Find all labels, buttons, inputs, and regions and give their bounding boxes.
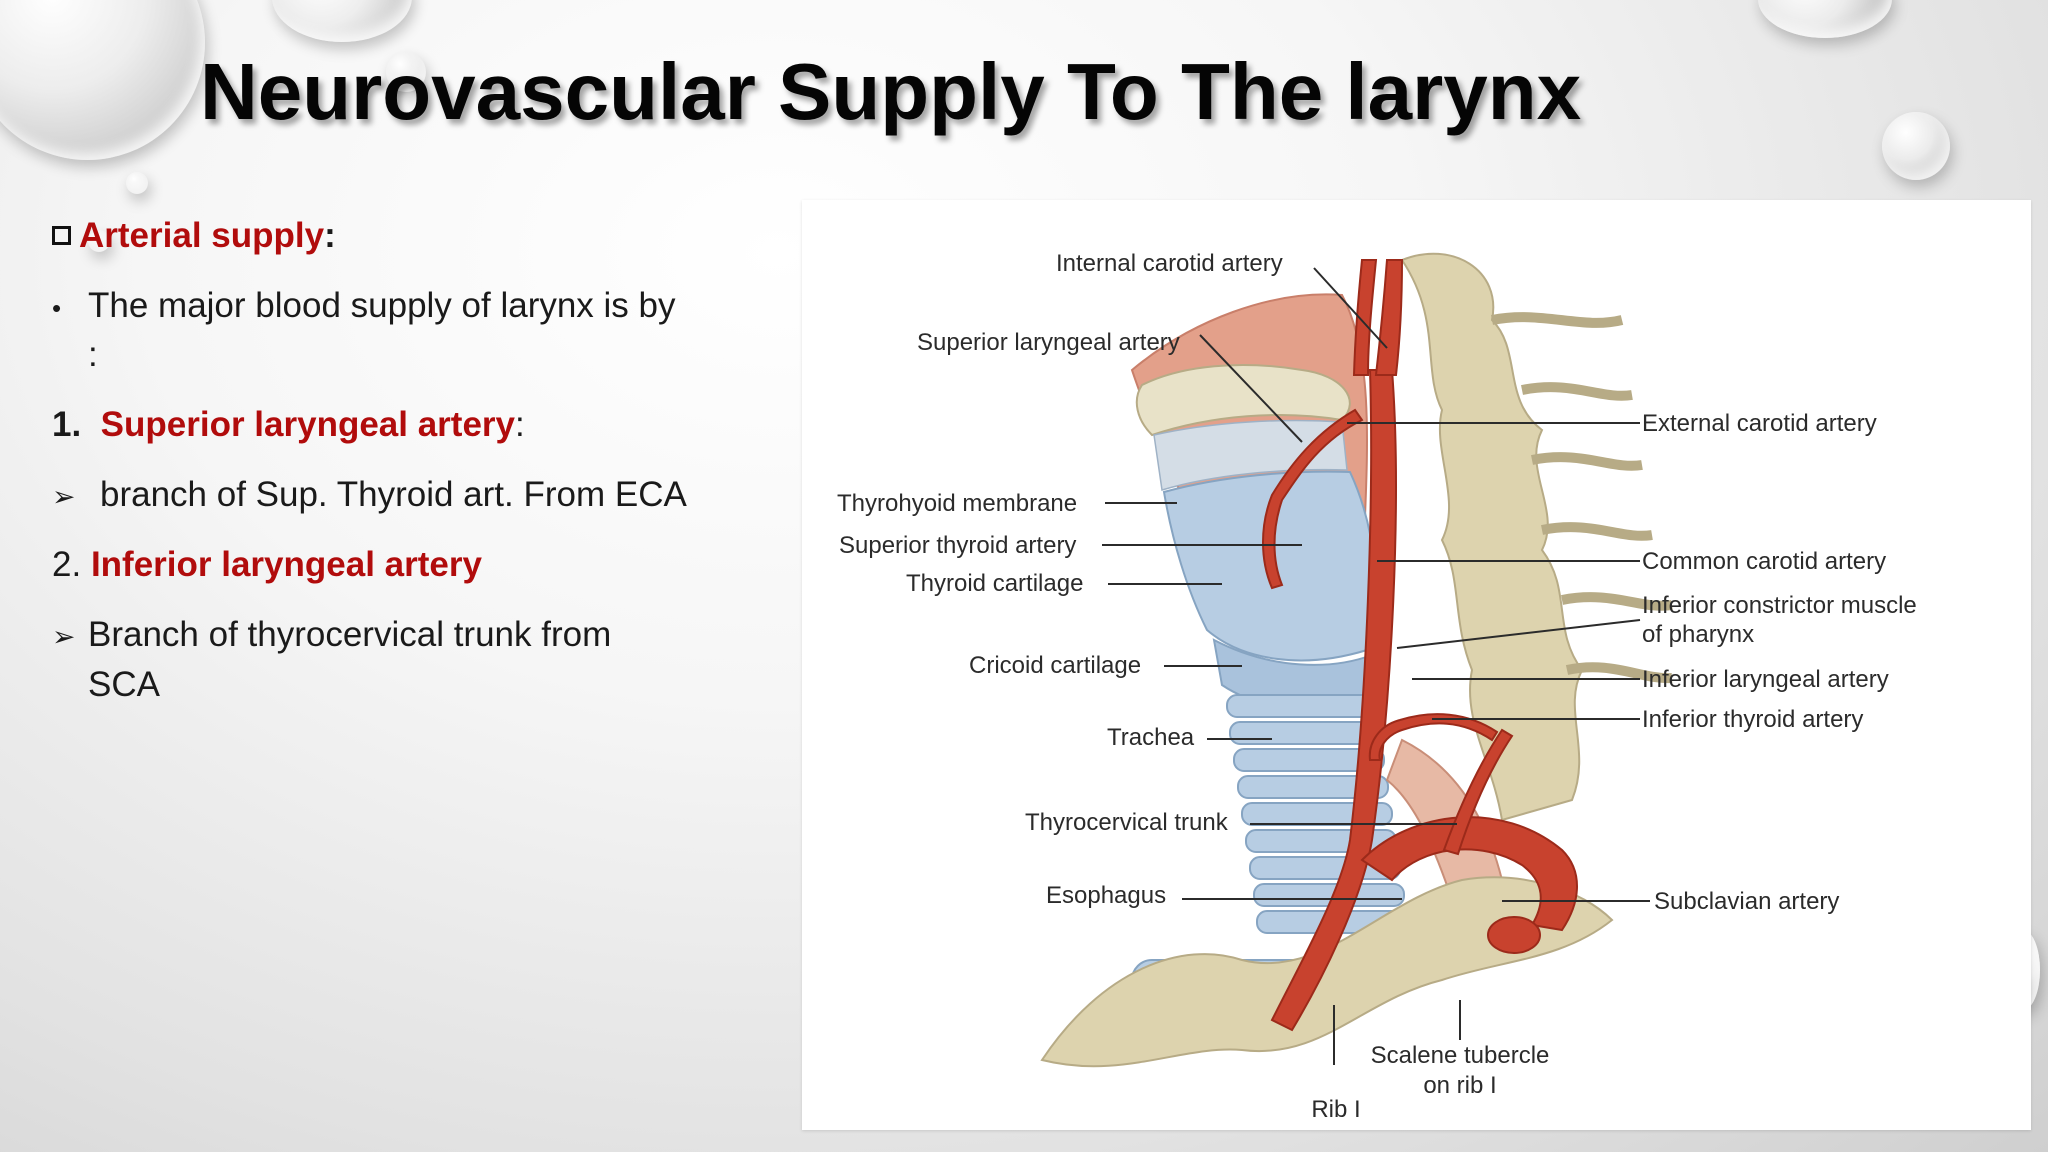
slide-title: Neurovascular Supply To The larynx: [200, 47, 1582, 136]
external-carotid-shape: [1352, 259, 1378, 376]
label-inferior-laryngeal-artery: Inferior laryngeal artery: [1642, 666, 1889, 693]
water-drop-decoration: [386, 52, 426, 92]
label-trachea: Trachea: [1107, 724, 1195, 751]
item-1-heading: 1. Superior laryngeal artery:: [52, 400, 525, 450]
cervical-vertebrae: [1400, 252, 1673, 822]
item-1-name: Superior laryngeal artery: [100, 405, 515, 444]
arterial-supply-colon: :: [324, 216, 336, 255]
item-1-colon: :: [515, 405, 525, 444]
common-carotid-shape: [1270, 369, 1397, 1032]
item-2-detail-line-1: ➢ Branch of thyrocervical trunk from: [52, 610, 611, 662]
arterial-supply-label: Arterial supply: [79, 216, 325, 255]
label-superior-thyroid-artery: Superior thyroid artery: [839, 532, 1076, 559]
label-scalene-tubercle-line-1: Scalene tubercle: [1371, 1042, 1550, 1069]
label-inferior-constrictor-line-1: Inferior constrictor muscle: [1642, 592, 1917, 619]
arteries: [1262, 259, 1578, 1032]
item-1-detail-text: branch of Sup. Thyroid art. From ECA: [100, 475, 687, 514]
arterial-supply-heading: Arterial supply:: [52, 211, 336, 261]
label-cricoid-cartilage: Cricoid cartilage: [969, 652, 1141, 679]
water-drop-decoration: [126, 172, 148, 194]
anatomy-illustration: Internal carotid artery Superior larynge…: [837, 250, 1917, 1123]
bullet-dot-icon: •: [52, 293, 62, 323]
leader-lines: [1102, 267, 1650, 1065]
water-drop-decoration: [272, 0, 412, 42]
label-thyrohyoid-membrane: Thyrohyoid membrane: [837, 490, 1077, 517]
water-drop-decoration: [1882, 112, 1950, 180]
arrow-bullet-icon: ➢: [52, 481, 76, 512]
item-2-detail-text-1: Branch of thyrocervical trunk from: [88, 615, 612, 654]
label-subclavian-artery: Subclavian artery: [1654, 888, 1839, 915]
subclavian-cut-end: [1487, 916, 1541, 954]
inferior-thyroid-shape: [1368, 713, 1499, 761]
water-drop-decoration: [88, 230, 110, 252]
arrow-bullet-icon: ➢: [52, 621, 76, 652]
item-2-heading: 2. Inferior laryngeal artery: [52, 540, 482, 590]
bullet-text-line-1: The major blood supply of larynx is by: [88, 286, 676, 325]
square-bullet-icon: [52, 226, 71, 245]
first-rib-shape: [1040, 876, 1614, 1068]
larynx-anatomy-figure: Internal carotid artery Superior larynge…: [802, 200, 2031, 1130]
label-rib-1: Rib I: [1311, 1096, 1360, 1123]
label-thyrocervical-trunk: Thyrocervical trunk: [1025, 809, 1229, 836]
item-2-detail-line-2: SCA: [88, 665, 160, 704]
item-1-number: 1.: [52, 405, 82, 444]
item-2-name: Inferior laryngeal artery: [90, 545, 482, 584]
label-inferior-constrictor-line-2: of pharynx: [1642, 621, 1754, 648]
label-internal-carotid-artery: Internal carotid artery: [1056, 250, 1283, 277]
label-esophagus: Esophagus: [1046, 882, 1166, 909]
label-common-carotid-artery: Common carotid artery: [1642, 548, 1886, 575]
label-thyroid-cartilage: Thyroid cartilage: [906, 570, 1083, 597]
label-inferior-thyroid-artery: Inferior thyroid artery: [1642, 706, 1863, 733]
superior-thyroid-shape: [1262, 408, 1364, 590]
water-drop-decoration: [1758, 0, 1892, 38]
internal-carotid-shape: [1374, 259, 1404, 376]
item-1-detail: ➢ branch of Sup. Thyroid art. From ECA: [52, 470, 687, 522]
label-scalene-tubercle-line-2: on rib I: [1423, 1072, 1496, 1099]
item-2-number: 2.: [52, 545, 82, 584]
label-external-carotid-artery: External carotid artery: [1642, 410, 1877, 437]
bullet-line-2: :: [88, 335, 98, 374]
water-drop-decoration: [0, 0, 205, 160]
label-superior-laryngeal-artery: Superior laryngeal artery: [917, 329, 1180, 356]
thyrocervical-shape: [1442, 728, 1514, 856]
bullet-line-1: • The major blood supply of larynx is by: [52, 281, 676, 333]
